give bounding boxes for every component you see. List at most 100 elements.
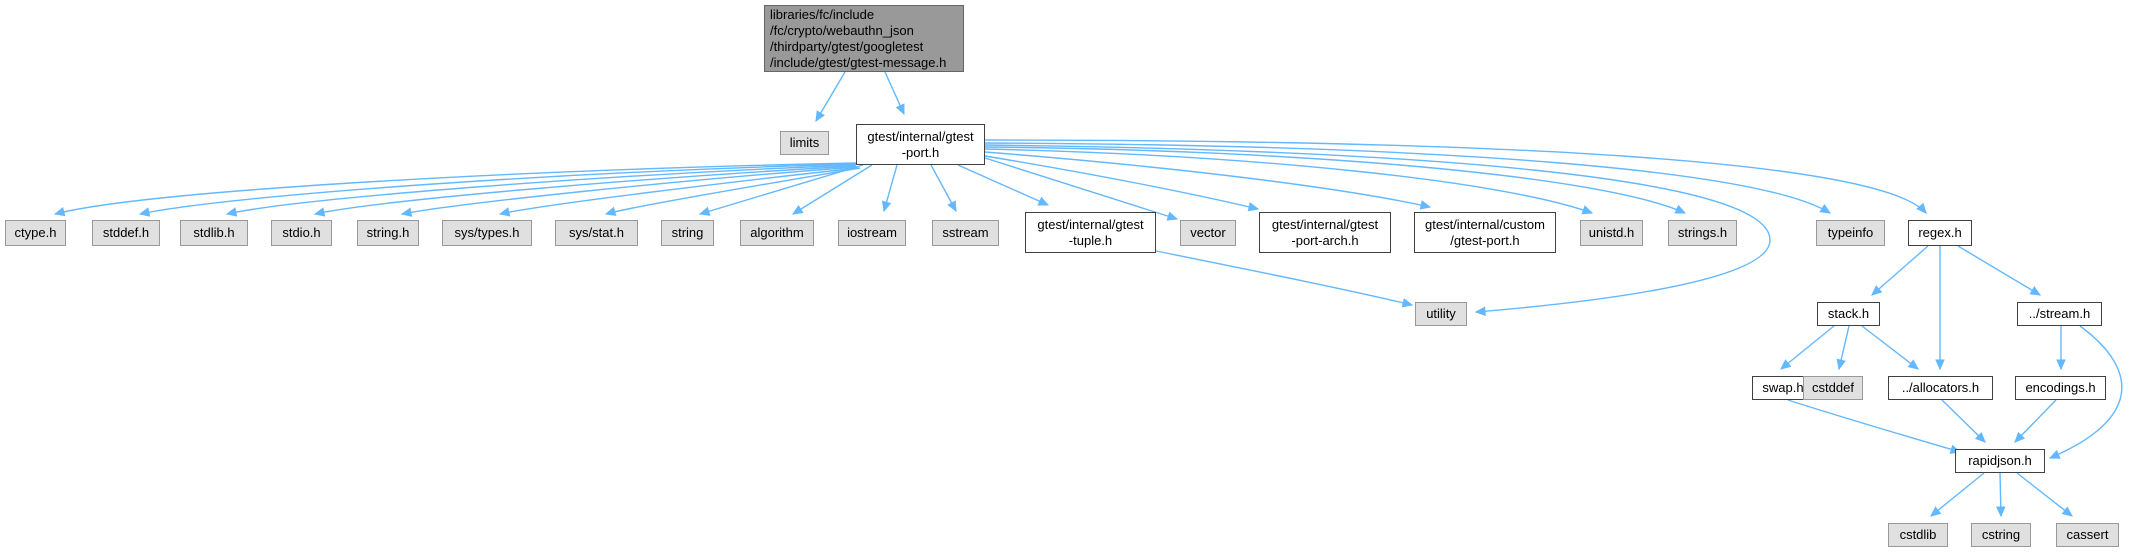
arrowhead-port-string: [698, 206, 711, 216]
node-cstring[interactable]: cstring: [1971, 523, 2031, 547]
node-sys-stat-h[interactable]: sys/stat.h: [555, 220, 638, 246]
edge-port-stdio: [314, 165, 857, 215]
node-encodings-h[interactable]: encodings.h: [2015, 376, 2106, 400]
edge-port-custom-port: [984, 151, 1431, 208]
edge-rapidjson-cassert: [2016, 472, 2073, 517]
node-cstddef[interactable]: cstddef: [1803, 376, 1863, 400]
node-sstream[interactable]: sstream: [932, 220, 999, 246]
arrowhead-port-stddef: [138, 207, 151, 217]
edge-tuple-utility: [1155, 250, 1413, 306]
arrowhead-rapidjson-cstdlib: [1930, 506, 1942, 517]
arrowhead-port-stdio: [313, 207, 326, 217]
arrowhead-regex-stack: [1871, 285, 1883, 296]
node-sys-types-h[interactable]: sys/types.h: [442, 220, 532, 246]
node-algorithm[interactable]: algorithm: [740, 220, 814, 246]
node-string[interactable]: string: [661, 220, 714, 246]
node-cstdlib[interactable]: cstdlib: [1888, 523, 1948, 547]
edge-stream-rapidjson: [2049, 325, 2123, 459]
edge-rapidjson-cstdlib: [1930, 472, 1985, 517]
edge-port-sys-types: [499, 167, 859, 215]
arrowhead-root-limits: [815, 110, 825, 123]
edge-port-tuple: [957, 164, 1049, 206]
node-utility[interactable]: utility: [1415, 302, 1467, 326]
node-gtest-message-h: libraries/fc/include /fc/crypto/webauthn…: [764, 5, 964, 72]
arrowhead-port-sstream: [947, 200, 957, 213]
node-unistd-h[interactable]: unistd.h: [1580, 220, 1643, 246]
node-strings-h[interactable]: strings.h: [1668, 220, 1737, 246]
edge-allocators-rapidjson: [1941, 399, 1986, 443]
edge-regex-stream: [1957, 245, 2041, 296]
edge-port-stdlib: [226, 164, 857, 215]
node-stdio-h[interactable]: stdio.h: [271, 220, 332, 246]
node-stream-h[interactable]: ../stream.h: [2017, 302, 2102, 326]
arrowhead-stream-encodings: [2056, 359, 2066, 371]
arrowhead-regex-stream: [2029, 286, 2042, 296]
node-iostream[interactable]: iostream: [838, 220, 906, 246]
edge-port-utility: [984, 144, 1771, 313]
arrowhead-stack-cstddef: [1836, 358, 1846, 371]
edge-regex-stack: [1871, 245, 1929, 296]
node-swap-h[interactable]: swap.h: [1752, 376, 1814, 400]
edge-swap-rapidjson: [1787, 399, 1961, 453]
arrowhead-rapidjson-cstring: [1996, 506, 2006, 518]
arrowhead-root-gtest-port: [895, 103, 905, 116]
arrowhead-port-vector: [1166, 211, 1179, 221]
arrowhead-port-utility: [1474, 306, 1486, 316]
arrowhead-port-sys-stat: [604, 206, 617, 216]
node-stdlib-h[interactable]: stdlib.h: [180, 220, 248, 246]
arrowhead-port-string-h: [400, 207, 413, 217]
edge-port-stddef: [139, 163, 857, 215]
node-cassert[interactable]: cassert: [2056, 523, 2119, 547]
arrowhead-port-unistd: [1581, 205, 1594, 215]
arrowhead-port-custom-port: [1419, 200, 1432, 210]
node-gtest-port-h[interactable]: gtest/internal/gtest -port.h: [856, 124, 985, 165]
edge-stack-swap: [1780, 325, 1835, 370]
arrowhead-stack-swap: [1780, 359, 1792, 370]
node-allocators-h[interactable]: ../allocators.h: [1888, 376, 1993, 400]
arrowhead-encodings-rapidjson: [2014, 431, 2026, 443]
node-gtest-tuple-h[interactable]: gtest/internal/gtest -tuple.h: [1025, 212, 1156, 253]
edge-port-ctype: [54, 162, 857, 215]
node-typeinfo[interactable]: typeinfo: [1816, 220, 1885, 246]
edge-port-regex: [984, 139, 1927, 214]
arrowhead-port-tuple: [1037, 196, 1050, 206]
arrowhead-port-regex: [1916, 202, 1927, 214]
arrowhead-port-sys-types: [498, 207, 511, 217]
node-gtest-port-arch-h[interactable]: gtest/internal/gtest -port-arch.h: [1259, 212, 1391, 253]
dependency-edges: [53, 71, 2123, 518]
edge-port-algorithm: [792, 164, 873, 215]
arrowhead-tuple-utility: [1401, 298, 1414, 308]
edge-port-vector: [984, 157, 1178, 220]
edge-port-typeinfo: [984, 142, 1831, 214]
node-vector[interactable]: vector: [1180, 220, 1236, 246]
arrowhead-regex-allocators: [1935, 359, 1945, 371]
arrowhead-port-iostream: [881, 200, 892, 213]
node-ctype-h[interactable]: ctype.h: [5, 220, 66, 246]
node-stddef-h[interactable]: stddef.h: [92, 220, 160, 246]
node-regex-h[interactable]: regex.h: [1908, 220, 1972, 246]
arrowhead-stream-rapidjson: [2048, 449, 2061, 459]
arrowhead-port-algorithm: [791, 204, 804, 215]
node-stack-h[interactable]: stack.h: [1817, 302, 1880, 326]
arrowhead-port-ctype: [53, 207, 66, 217]
edge-port-string-h: [401, 166, 858, 215]
arrowhead-rapidjson-cassert: [2061, 506, 2073, 517]
edge-port-unistd: [984, 148, 1593, 214]
arrowhead-port-strings: [1674, 204, 1687, 214]
edge-port-string: [699, 164, 864, 215]
edge-encodings-rapidjson: [2014, 399, 2057, 443]
node-string-h[interactable]: string.h: [357, 220, 419, 246]
arrowhead-port-port-arch: [1247, 202, 1260, 212]
arrowhead-allocators-rapidjson: [1974, 431, 1986, 443]
node-rapidjson-h[interactable]: rapidjson.h: [1955, 449, 2045, 473]
edge-stack-allocators: [1861, 325, 1919, 370]
edge-port-strings: [984, 146, 1686, 214]
arrowhead-port-typeinfo: [1819, 203, 1832, 214]
edge-port-port-arch: [984, 155, 1259, 210]
node-limits[interactable]: limits: [780, 131, 829, 155]
arrowhead-port-stdlib: [225, 207, 238, 217]
arrowhead-stack-allocators: [1907, 359, 1919, 370]
edge-port-sys-stat: [605, 167, 861, 215]
node-custom-gtest-port-h[interactable]: gtest/internal/custom /gtest-port.h: [1414, 212, 1556, 253]
